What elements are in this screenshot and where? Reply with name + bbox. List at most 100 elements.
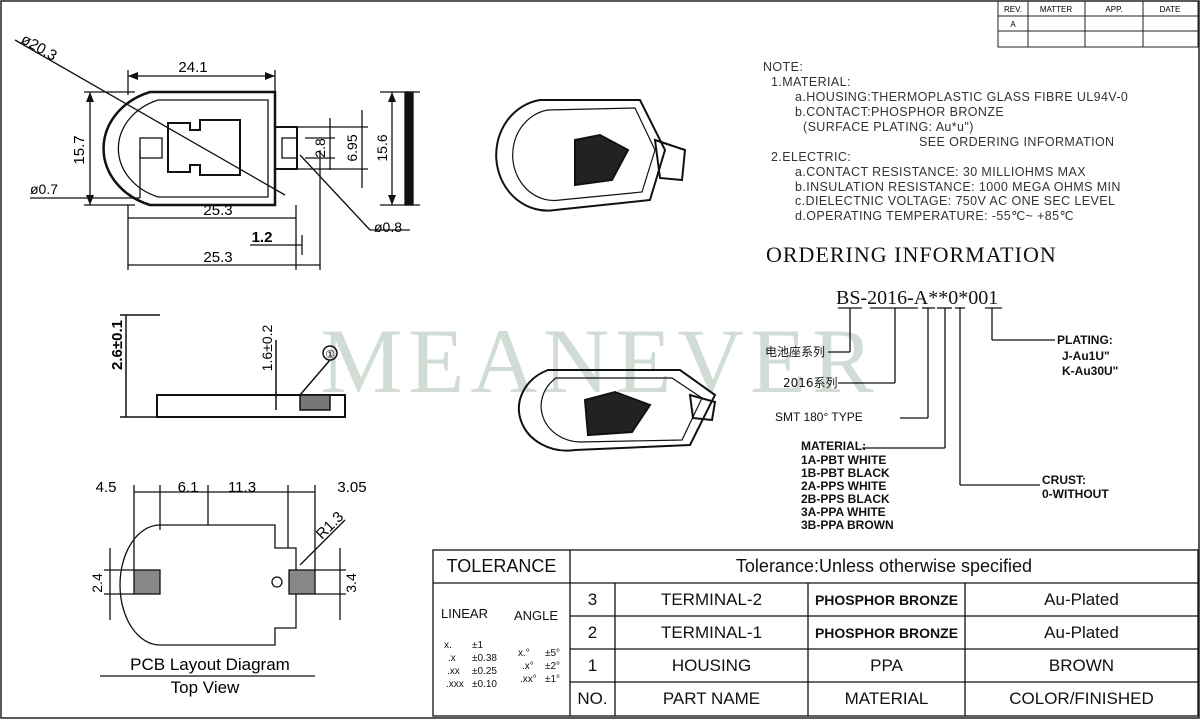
series-2016: 2016系列 [783,376,838,390]
note-line: b.CONTACT:PHOSPHOR BRONZE [795,105,1005,119]
pcb-dim-6-1: 6.1 [178,479,199,496]
material-option: 1A-PBT WHITE [801,453,887,467]
pcb-radius: R1.3 [313,508,347,542]
arrow-head [86,92,94,102]
smt-type: SMT 180° TYPE [775,410,863,424]
angle-val: ±2° [545,661,561,672]
app-header: APP. [1105,5,1122,14]
tolerance-header: Tolerance:Unless otherwise specified [735,556,1033,576]
date-header: DATE [1160,5,1181,14]
arrow-head [388,195,396,205]
revision-table [997,0,1199,48]
dim-width: 24.1 [178,59,207,76]
dim-6-95: 6.95 [344,134,360,161]
material-option: 1B-PBT BLACK [801,466,890,480]
bom-header-no: NO. [577,689,608,708]
linear-key: .x [448,653,456,664]
angle-label: ANGLE [514,608,559,623]
iso-view-top [495,99,687,212]
material-option: 3B-PPA BROWN [801,518,894,532]
part-code: BS-2016-A**0*001 [836,287,999,309]
angle-key: .xx° [520,674,537,685]
note-line: SEE ORDERING INFORMATION [919,135,1115,149]
dim-length-a: 25.3 [203,202,232,219]
linear-val: ±0.10 [472,679,497,690]
bom-material: PPA [870,655,903,675]
note-line: a.HOUSING:THERMOPLASTIC GLASS FIBRE UL94… [795,90,1129,104]
angle-key: x.° [518,648,530,659]
arrow-head [388,92,396,102]
material-option: 3A-PPA WHITE [801,505,886,519]
bom-finish: Au-Plated [1044,622,1119,642]
pcb-layout-drawing [100,485,346,677]
ordering-title: ORDERING INFORMATION [766,242,1057,267]
arrow-head [86,195,94,205]
note-line: d.OPERATING TEMPERATURE: -55℃~ +85℃ [795,209,1074,223]
plating-option: J-Au1U" [1062,349,1110,363]
pcb-dim-3-05: 3.05 [337,479,366,496]
bom-finish: BROWN [1048,655,1115,675]
material-label: MATERIAL: [801,439,867,453]
note-line: 1.MATERIAL: [771,75,851,89]
side-callout: ① [325,348,335,361]
top-view-drawing [14,39,420,270]
bom-header-material: MATERIAL [844,689,929,708]
bom-header-finish: COLOR/FINISHED [1009,689,1154,708]
pcb-subtitle: Top View [171,678,240,697]
note-line: c.DIELECTNIC VOLTAGE: 750V AC ONE SEC LE… [795,194,1116,208]
arrow-head [128,72,138,80]
bom-no: 3 [587,589,598,609]
linear-val: ±1 [472,640,484,651]
bom-name: HOUSING [671,655,752,675]
note-header: NOTE: [763,60,804,74]
note-line: (SURFACE PLATING: Au*u") [803,120,974,134]
angle-val: ±5° [545,648,561,659]
side-view-drawing [120,314,346,418]
pcb-title: PCB Layout Diagram [130,655,290,674]
bom-header-name: PART NAME [662,689,761,708]
note-line: 2.ELECTRIC: [771,150,852,164]
linear-val: ±0.38 [472,653,497,664]
bom-no: 2 [587,622,598,642]
note-line: b.INSULATION RESISTANCE: 1000 MEGA OHMS … [795,180,1121,194]
dim-outer-diameter: ø20.3 [18,31,60,65]
linear-val: ±0.25 [472,666,497,677]
bom-name: TERMINAL-2 [660,589,763,609]
pcb-dim-11-3: 11.3 [228,479,256,496]
bom-no: 1 [587,655,598,675]
dim-15-6: 15.6 [374,134,390,161]
dim-offset: 1.2 [252,229,273,246]
angle-val: ±1° [545,674,561,685]
pcb-dim-4-5: 4.5 [96,479,117,496]
angle-key: .x° [522,661,534,672]
pcb-pad-left: 2.4 [89,573,105,593]
crust-option: 0-WITHOUT [1042,487,1109,501]
bom-material: PHOSPHOR BRONZE [814,624,959,641]
linear-key: .xx [447,666,460,677]
side-height-2: 1.6±0.2 [259,324,275,371]
series-cn: 电池座系列 [765,345,826,359]
arrow-head [265,72,275,80]
side-height: 2.6±0.1 [109,320,126,370]
linear-key: x. [444,640,452,651]
plating-label: PLATING: [1057,333,1113,347]
dim-length-b: 25.3 [203,249,232,266]
bom-material: PHOSPHOR BRONZE [814,591,959,608]
matter-header: MATTER [1040,5,1073,14]
tolerance-table [432,549,1199,717]
dim-2-8: 2.8 [312,138,328,158]
dim-pin-diameter: ø0.7 [30,181,58,197]
linear-key: .xxx [446,679,464,690]
plating-option: K-Au30U" [1062,364,1119,378]
linear-label: LINEAR [441,606,488,621]
material-option: 2B-PPS BLACK [801,492,890,506]
crust-label: CRUST: [1042,473,1086,487]
iso-view-bottom [517,369,717,452]
dim-pad-diameter: ø0.8 [374,219,402,235]
bom-name: TERMINAL-1 [660,622,763,642]
ordering-leaders [828,307,1055,486]
note-line: a.CONTACT RESISTANCE: 30 MILLIOHMS MAX [795,165,1086,179]
bom-finish: Au-Plated [1044,589,1119,609]
